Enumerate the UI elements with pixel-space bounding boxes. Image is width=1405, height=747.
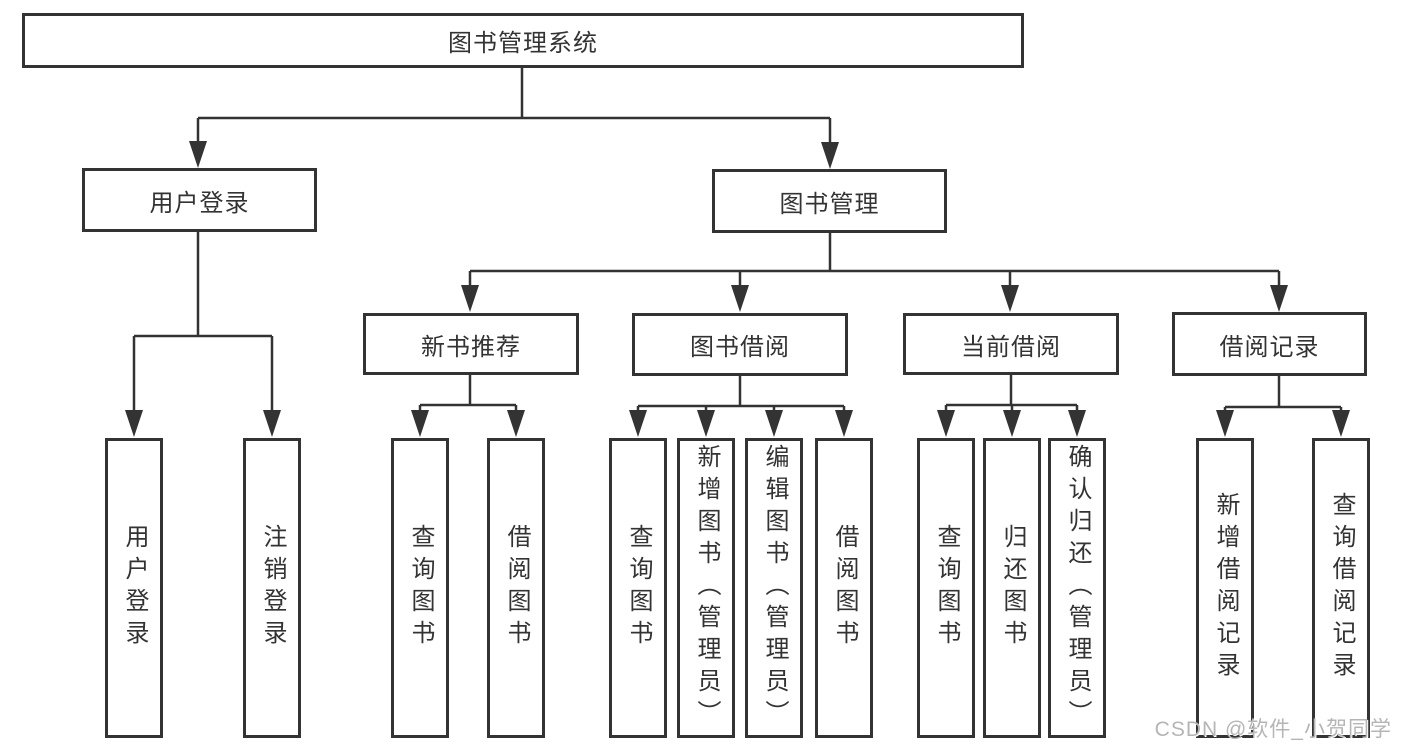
node-label: 查询图书 [407,524,434,652]
node-label: 新书推荐 [421,333,521,361]
leaf-return-books: 归还图书 [983,438,1041,738]
csdn-watermark: CSDN @软件_小贺同学 [1154,718,1392,741]
leaf-add-books-admin: 新增图书（管理员） [677,438,735,738]
node-label: 查询图书 [933,524,960,652]
node-label: 借阅图书 [831,524,858,652]
arrowhead-icons [125,141,1350,437]
leaf-edit-books-admin: 编辑图书（管理员） [745,438,803,738]
leaf-query-books-2: 查询图书 [609,438,667,738]
leaf-borrow-books-2: 借阅图书 [815,438,873,738]
node-label: 新增借阅记录 [1212,492,1239,684]
node-label: 查询图书 [625,524,652,652]
node-label: 借阅记录 [1219,333,1320,361]
leaf-confirm-return-admin: 确认归还（管理员） [1048,438,1106,738]
node-label: 新增图书（管理员） [693,444,720,732]
node-label: 用户登录 [149,189,250,217]
leaf-query-books-1: 查询图书 [391,438,449,738]
node-label: 用户登录 [121,524,148,652]
leaf-query-borrow-record: 查询借阅记录 [1312,438,1370,738]
leaf-logout: 注销登录 [243,438,301,738]
node-root-library-system: 图书管理系统 [22,13,1024,68]
node-label: 图书管理 [779,190,880,218]
node-user-login: 用户登录 [82,168,317,232]
node-label: 确认归还（管理员） [1064,444,1091,732]
leaf-borrow-books-1: 借阅图书 [487,438,545,738]
node-label: 当前借阅 [961,333,1061,361]
leaf-query-books-3: 查询图书 [917,438,975,738]
node-label: 编辑图书（管理员） [761,444,788,732]
node-label: 图书管理系统 [448,30,598,57]
node-book-management: 图书管理 [712,169,947,233]
node-label: 查询借阅记录 [1328,492,1355,684]
leaf-user-login: 用户登录 [105,438,163,738]
leaf-add-borrow-record: 新增借阅记录 [1196,438,1254,738]
node-label: 借阅图书 [503,524,530,652]
node-current-borrow: 当前借阅 [903,313,1119,375]
node-book-borrow: 图书借阅 [632,313,848,376]
node-label: 归还图书 [999,524,1026,652]
node-label: 图书借阅 [690,334,790,361]
node-borrow-records: 借阅记录 [1172,312,1367,376]
node-new-book-recommend: 新书推荐 [363,313,579,375]
node-label: 注销登录 [259,524,286,652]
